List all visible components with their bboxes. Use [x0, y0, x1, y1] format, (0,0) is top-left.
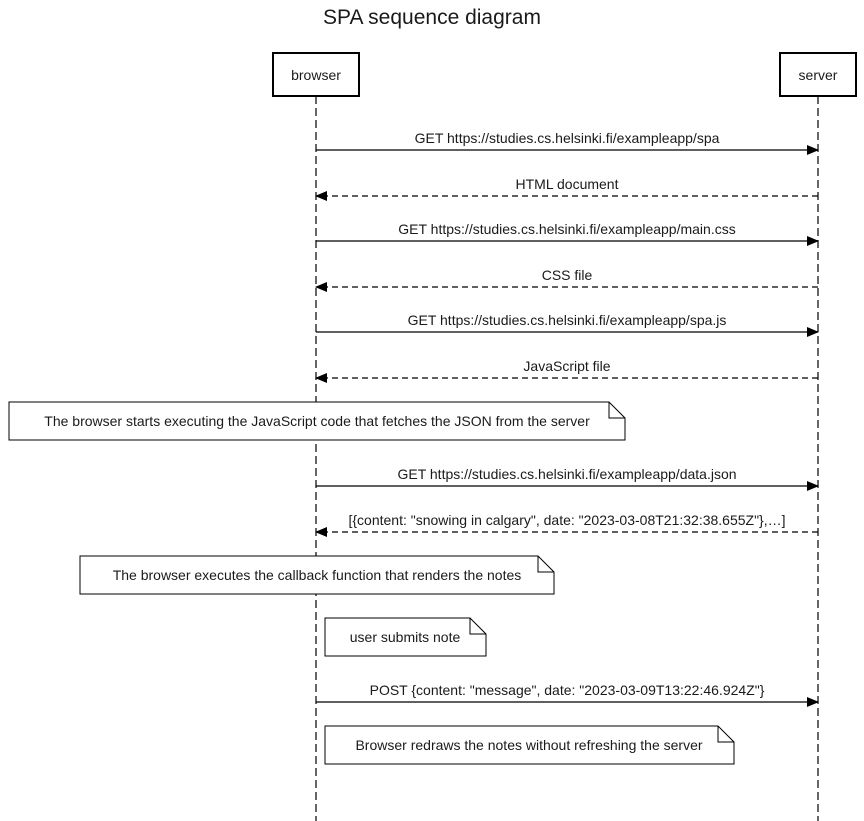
message-label: POST {content: "message", date: "2023-03… — [370, 682, 765, 698]
note-text: The browser starts executing the JavaScr… — [44, 413, 590, 429]
message-javascript-file: JavaScript file — [315, 358, 818, 383]
message-get-spa: GET https://studies.cs.helsinki.fi/examp… — [316, 130, 819, 155]
participant-browser: browser — [272, 52, 360, 97]
participant-server-label: server — [799, 67, 838, 83]
message-post-note: POST {content: "message", date: "2023-03… — [316, 682, 819, 707]
note-browser-redraws: Browser redraws the notes without refres… — [324, 725, 735, 765]
note-executes-callback: The browser executes the callback functi… — [79, 555, 555, 595]
note-text: user submits note — [350, 629, 461, 645]
message-label: GET https://studies.cs.helsinki.fi/examp… — [415, 130, 720, 146]
note-starts-executing-js: The browser starts executing the JavaScr… — [8, 401, 626, 441]
message-label: CSS file — [542, 267, 593, 283]
note-text: The browser executes the callback functi… — [113, 567, 522, 583]
note-text: Browser redraws the notes without refres… — [355, 737, 702, 753]
message-label: GET https://studies.cs.helsinki.fi/examp… — [397, 466, 736, 482]
message-get-main-css: GET https://studies.cs.helsinki.fi/examp… — [316, 221, 819, 246]
message-label: [{content: "snowing in calgary", date: "… — [348, 512, 785, 528]
message-json-response: [{content: "snowing in calgary", date: "… — [315, 512, 818, 537]
participant-server: server — [779, 52, 857, 97]
message-label: GET https://studies.cs.helsinki.fi/examp… — [408, 312, 727, 328]
message-html-document: HTML document — [315, 176, 818, 201]
participant-browser-label: browser — [291, 67, 341, 83]
message-label: HTML document — [516, 176, 619, 192]
note-user-submits: user submits note — [324, 617, 487, 657]
message-get-data-json: GET https://studies.cs.helsinki.fi/examp… — [316, 466, 819, 491]
message-label: GET https://studies.cs.helsinki.fi/examp… — [398, 221, 735, 237]
message-css-file: CSS file — [315, 267, 818, 292]
message-get-spa-js: GET https://studies.cs.helsinki.fi/examp… — [316, 312, 819, 337]
message-label: JavaScript file — [523, 358, 610, 374]
diagram-title: SPA sequence diagram — [323, 6, 541, 29]
